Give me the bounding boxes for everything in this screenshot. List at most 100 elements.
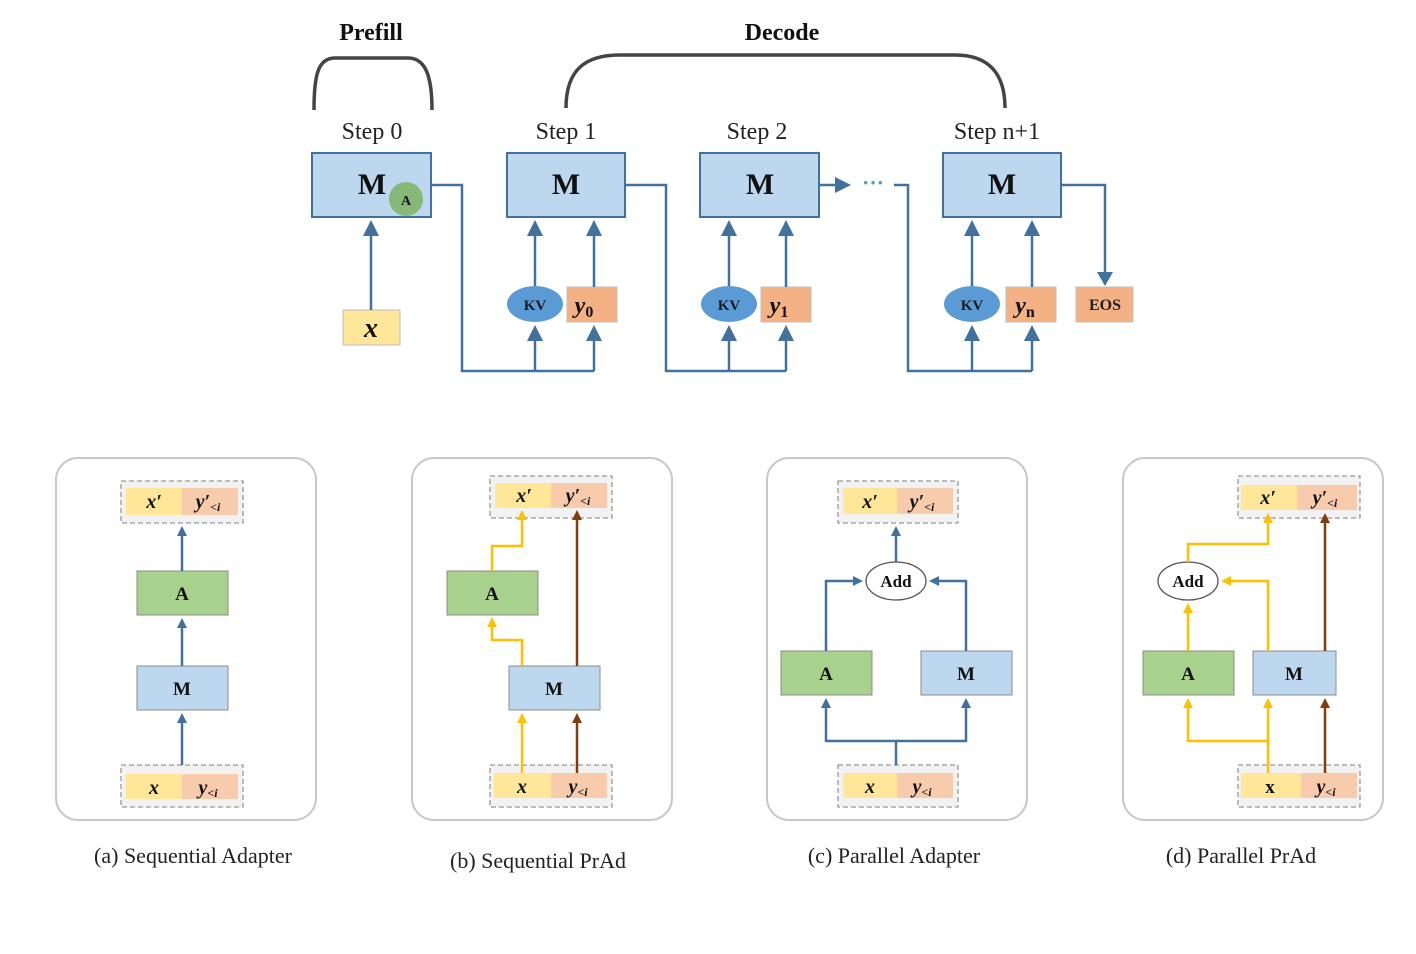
panel-d-adapter-label: A: [1181, 664, 1195, 685]
token-y0-label: y0: [572, 293, 594, 321]
decode-label: Decode: [745, 20, 820, 46]
panel-d-adapter-box: [1142, 650, 1235, 696]
panel-c-out-y: y′<i: [908, 491, 935, 514]
panel-c-in-x-cell: [843, 773, 897, 798]
panel-b-model-box: [508, 665, 601, 711]
panel-a-in-x-cell: [126, 774, 182, 799]
panel-b-out-x-cell: [495, 483, 551, 508]
panel-d-caption: (d) Parallel PrAd: [1166, 843, 1316, 868]
panel-a-out-x-cell: [126, 488, 182, 515]
panel-c-parallel-adapter: x′ y′<i Add A M x y<i (c) Parallel Adapt…: [766, 457, 1028, 868]
panel-d-in-x: x: [1265, 777, 1275, 798]
panel-a-caption: (a) Sequential Adapter: [94, 843, 293, 868]
step2-model-box: [699, 152, 820, 218]
step-label-n1: Step n+1: [954, 119, 1040, 145]
panel-c-out-x-cell: [843, 488, 897, 514]
step-label-1: Step 1: [536, 119, 597, 145]
panel-b-out-x: x′: [515, 485, 532, 507]
kv-label-1: KV: [524, 298, 547, 314]
panel-d-add-label: Add: [1172, 572, 1204, 591]
kv-cache-n: [944, 286, 1000, 322]
step1-inputs: KV y0: [507, 286, 618, 323]
panel-d-model-label: M: [1285, 664, 1303, 685]
panel-c-adapter-label: A: [819, 664, 833, 685]
panel-d-in-y-cell: [1301, 773, 1357, 798]
input-x-label: x: [363, 313, 378, 344]
panel-b-sequential-prad: x′ y′<i A M x y<i (b) Sequential PrAd: [411, 457, 673, 873]
panel-b-adapter-label: A: [485, 584, 499, 605]
panel-c-in-x: x: [864, 776, 875, 798]
eos-label: EOS: [1089, 297, 1121, 314]
panel-a-adapter-box: [136, 570, 229, 616]
panel-d-out-x-cell: [1241, 485, 1297, 510]
panel-b-in-x-cell: [494, 773, 551, 798]
panel-a-in-x: x: [148, 777, 159, 799]
step0-model-label: M: [358, 168, 386, 201]
panel-b-model-label: M: [545, 679, 563, 700]
prefill-bracket: [312, 56, 434, 111]
eos-box: [1075, 286, 1134, 323]
panel-d-out-x: x′: [1259, 487, 1276, 509]
panel-c-out-y-cell: [897, 488, 953, 514]
panel-a-model-label: M: [173, 679, 191, 700]
token-box-y0: [566, 286, 618, 323]
panel-b-in-x: x: [516, 776, 527, 798]
panel-a-in-y: y<i: [196, 777, 218, 800]
kv-cache-1: [507, 286, 563, 322]
panel-a-out-x: x′: [145, 491, 162, 513]
adapter-badge-label: A: [401, 194, 412, 209]
panel-b-arrows: [487, 510, 582, 773]
panel-b-frame: [411, 457, 673, 821]
stepn1-model-label: M: [988, 168, 1016, 201]
panel-c-caption: (c) Parallel Adapter: [808, 843, 981, 868]
top-connectors: [431, 177, 1107, 373]
panel-c-in-y: y<i: [910, 776, 932, 799]
panel-b-out-y-cell: [551, 483, 607, 508]
panel-a-out-y-cell: [182, 488, 238, 515]
step-label-2: Step 2: [727, 119, 788, 145]
panel-c-model-box: [920, 650, 1013, 696]
input-x-box: [342, 309, 401, 346]
panel-c-adapter-box: [780, 650, 873, 696]
prefill-label: Prefill: [339, 20, 403, 46]
panel-d-out-y: y′<i: [1311, 487, 1338, 510]
panel-a-out-y: y′<i: [194, 491, 221, 514]
panel-c-add-label: Add: [880, 572, 912, 591]
panel-d-in-x-cell: [1241, 773, 1301, 798]
kv-cache-2: [701, 286, 757, 322]
panel-a-sequential-adapter: x′ y′<i A M x y<i (a) Sequential Adapter: [55, 457, 317, 868]
panel-a-adapter-label: A: [175, 584, 189, 605]
panel-d-parallel-prad: x′ y′<i Add A M x y<i (d) Parallel PrAd: [1122, 457, 1384, 868]
token-yn-label: yn: [1012, 293, 1035, 321]
panel-d-model-box: [1252, 650, 1337, 696]
top-section: Prefill Decode Step 0 Step 1 Step 2 Step…: [311, 20, 1134, 373]
step-label-0: Step 0: [342, 119, 403, 145]
panel-c-model-label: M: [957, 664, 975, 685]
panel-b-out-y: y′<i: [564, 485, 591, 508]
panel-d-in-y: y<i: [1314, 776, 1336, 799]
step0-model-box: M A: [311, 152, 432, 218]
panel-c-in-y-cell: [897, 773, 953, 798]
ellipsis: ···: [862, 170, 884, 195]
panel-a-model-box: [136, 665, 229, 711]
panel-c-arrows: [821, 526, 971, 765]
step1-model-label: M: [552, 168, 580, 201]
stepn1-inputs: KV yn: [944, 286, 1057, 323]
eos-arrowhead: [1097, 272, 1113, 286]
panel-c-out-x: x′: [861, 491, 878, 513]
panel-b-in-y-cell: [551, 773, 607, 798]
token-y1-label: y1: [767, 293, 789, 321]
decode-bracket: [564, 53, 1007, 109]
adapter-badge: [389, 182, 423, 216]
panel-a-frame: [55, 457, 317, 821]
kv-label-2: KV: [718, 298, 741, 314]
panel-a-in-y-cell: [182, 774, 238, 799]
kv-label-n: KV: [961, 298, 984, 314]
step2-model-label: M: [746, 168, 774, 201]
panel-d-arrows: [1183, 513, 1330, 773]
stepn1-model-box: [942, 152, 1062, 218]
panel-b-adapter-box: [446, 570, 539, 616]
step1-model-box: [506, 152, 626, 218]
panel-b-caption: (b) Sequential PrAd: [450, 848, 626, 873]
